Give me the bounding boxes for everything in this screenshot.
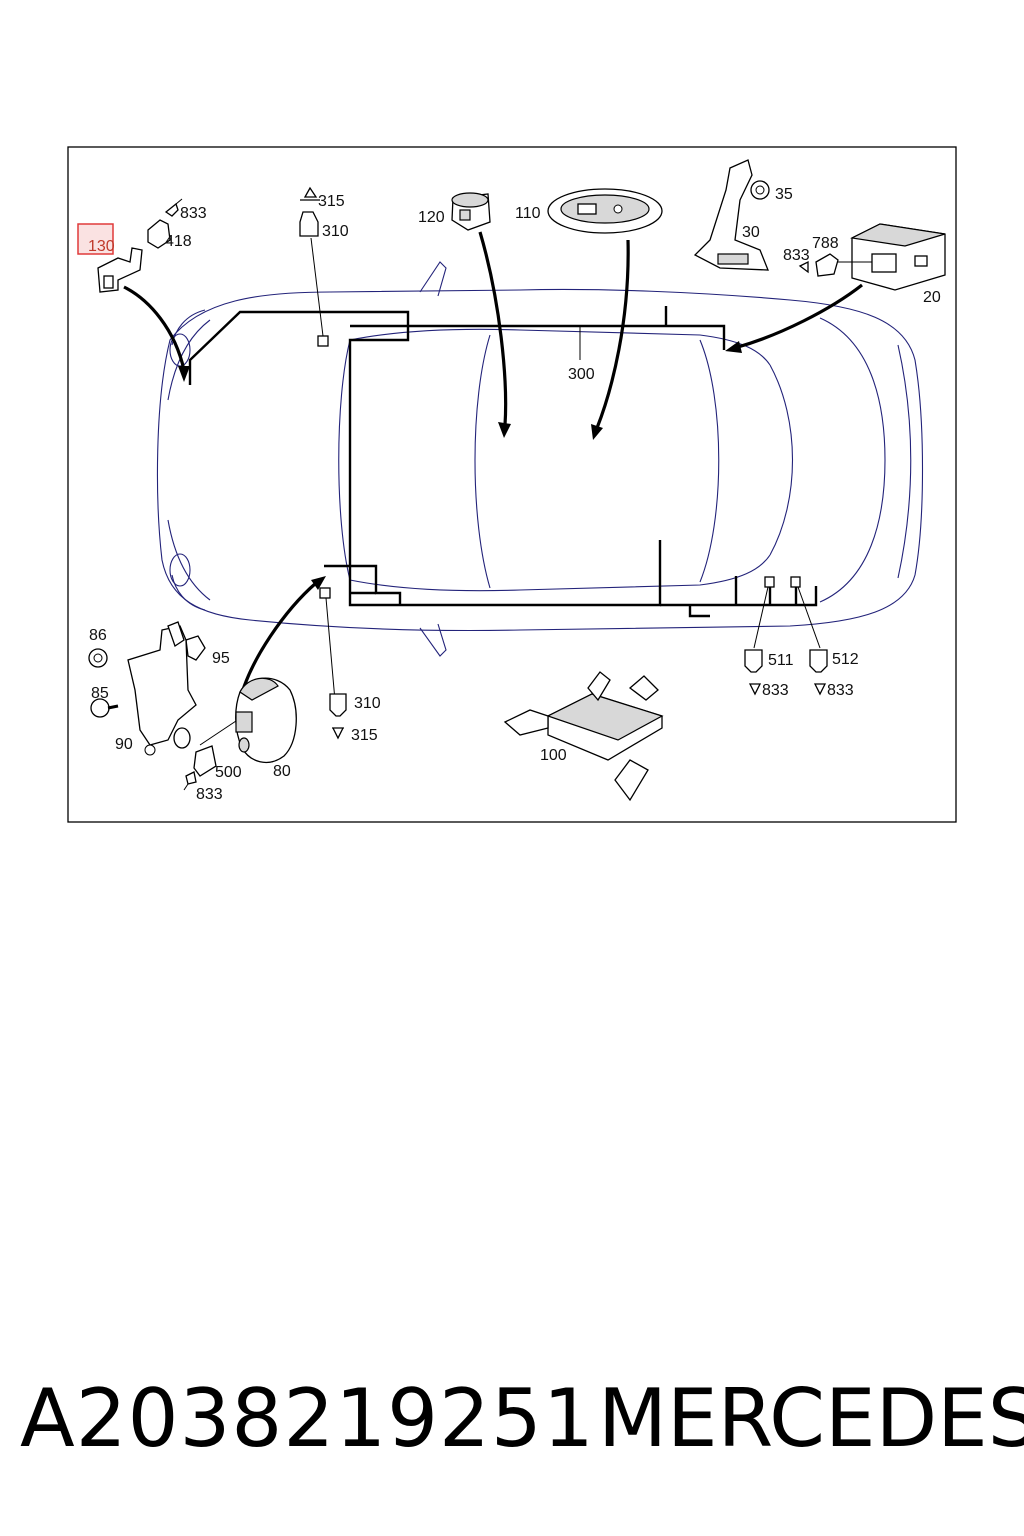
horn-assembly [88, 621, 297, 791]
label-100: 100 [540, 747, 567, 764]
connectors-511-512 [744, 649, 828, 696]
label-511: 511 [768, 652, 794, 669]
label-418: 418 [165, 233, 192, 250]
pointer-arrows [123, 231, 863, 701]
part-110 [547, 188, 663, 234]
label-80: 80 [273, 763, 291, 780]
label-310-bottom: 310 [354, 695, 381, 712]
label-20: 20 [923, 289, 941, 306]
label-85: 85 [91, 685, 109, 702]
part-310-bottom [329, 693, 347, 740]
label-788: 788 [812, 235, 839, 252]
label-833-a: 833 [180, 205, 207, 222]
part-number: A2038219251 [20, 1372, 595, 1465]
label-90: 90 [115, 736, 133, 753]
highlight-box [77, 223, 114, 255]
label-833-e: 833 [827, 682, 854, 699]
label-35: 35 [775, 186, 793, 203]
label-130: 130 [88, 238, 115, 255]
part-20-module [798, 223, 946, 291]
label-310-top: 310 [322, 223, 349, 240]
label-500: 500 [215, 764, 242, 781]
footer: A2038219251 MERCEDES [0, 1372, 1024, 1482]
label-315-top: 315 [318, 193, 345, 210]
part-100-unit [503, 671, 664, 802]
label-120: 120 [418, 209, 445, 226]
label-833-b: 833 [783, 247, 810, 264]
wiring-harness [188, 306, 818, 618]
label-30: 30 [742, 224, 760, 241]
label-833-d: 833 [762, 682, 789, 699]
label-300: 300 [568, 366, 595, 383]
part-120 [451, 192, 491, 231]
brand-name: MERCEDES [598, 1372, 1024, 1465]
label-315-bottom: 315 [351, 727, 378, 744]
label-110: 110 [515, 205, 541, 222]
part-30-bracket [693, 159, 770, 271]
label-95: 95 [212, 650, 230, 667]
label-512: 512 [832, 651, 859, 668]
diagram-frame [67, 146, 957, 823]
label-833-c: 833 [196, 786, 223, 803]
label-86: 86 [89, 627, 107, 644]
part-labels: 833 418 130 315 310 120 110 30 35 788 83… [88, 186, 941, 803]
part-130-connector [97, 198, 183, 293]
part-310-top [299, 186, 320, 237]
car-outline [156, 261, 924, 657]
leader-lines [199, 237, 821, 746]
